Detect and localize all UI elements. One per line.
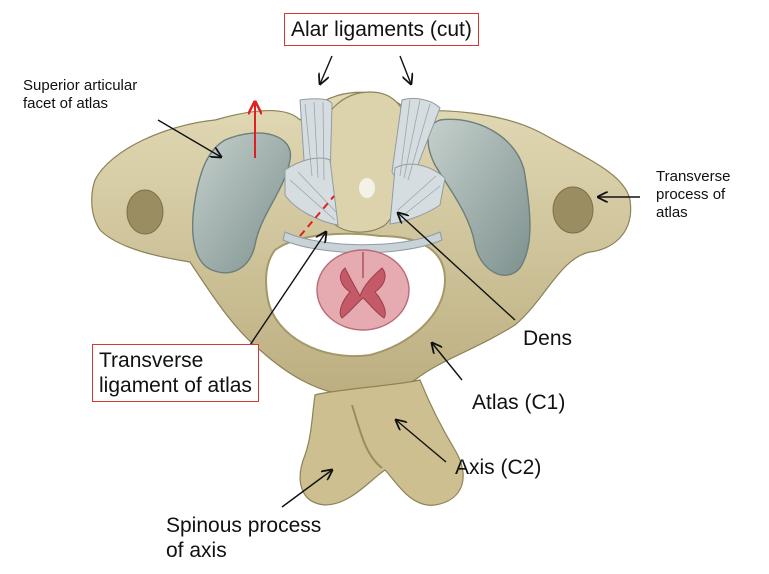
label-line: of axis bbox=[166, 539, 227, 563]
label-line: Transverse bbox=[656, 168, 731, 185]
label-axis: Axis (C2) bbox=[455, 456, 542, 479]
label-line: Spinous process bbox=[166, 514, 322, 537]
arrow-dens bbox=[398, 213, 516, 321]
label-atlas: Atlas (C1) bbox=[472, 391, 566, 414]
label-line: atlas bbox=[656, 204, 688, 221]
label-spinous-process: Spinous process of axis bbox=[166, 513, 321, 563]
axis-spinous-process bbox=[299, 379, 464, 506]
transverse-ligament bbox=[282, 231, 443, 254]
arrow-superior-facet bbox=[157, 119, 221, 157]
arrow-spinous-process bbox=[281, 470, 332, 508]
arrow-alar-left bbox=[320, 55, 333, 84]
left-superior-articular-facet bbox=[191, 132, 292, 274]
leader-arrows bbox=[157, 55, 640, 508]
arrow-transverse-ligament bbox=[249, 232, 326, 346]
arrow-atlas bbox=[432, 343, 463, 381]
label-superior-articular-facet: Superior articular facet of atlas bbox=[23, 77, 137, 113]
label-line: Superior articular bbox=[23, 77, 138, 94]
label-dens: Dens bbox=[523, 327, 573, 350]
arrow-axis bbox=[396, 420, 447, 463]
label-transverse-process: Transverse process of atlas bbox=[656, 168, 730, 222]
arrow-alar-right bbox=[399, 55, 411, 84]
label-transverse-ligament: Transverse ligament of atlas bbox=[92, 344, 259, 403]
label-alar-ligaments: Alar ligaments (cut) bbox=[284, 13, 479, 47]
spinal-cord bbox=[316, 249, 410, 331]
ligament-fibre-lines bbox=[289, 99, 441, 221]
right-superior-articular-facet bbox=[427, 118, 531, 276]
label-line: process of bbox=[656, 186, 726, 203]
label-line: ligament of atlas bbox=[99, 374, 252, 398]
right-alar-ligament bbox=[389, 97, 446, 225]
red-annotation-arrows bbox=[255, 102, 335, 237]
label-line: facet of atlas bbox=[23, 95, 109, 112]
label-line: Transverse bbox=[99, 349, 204, 372]
